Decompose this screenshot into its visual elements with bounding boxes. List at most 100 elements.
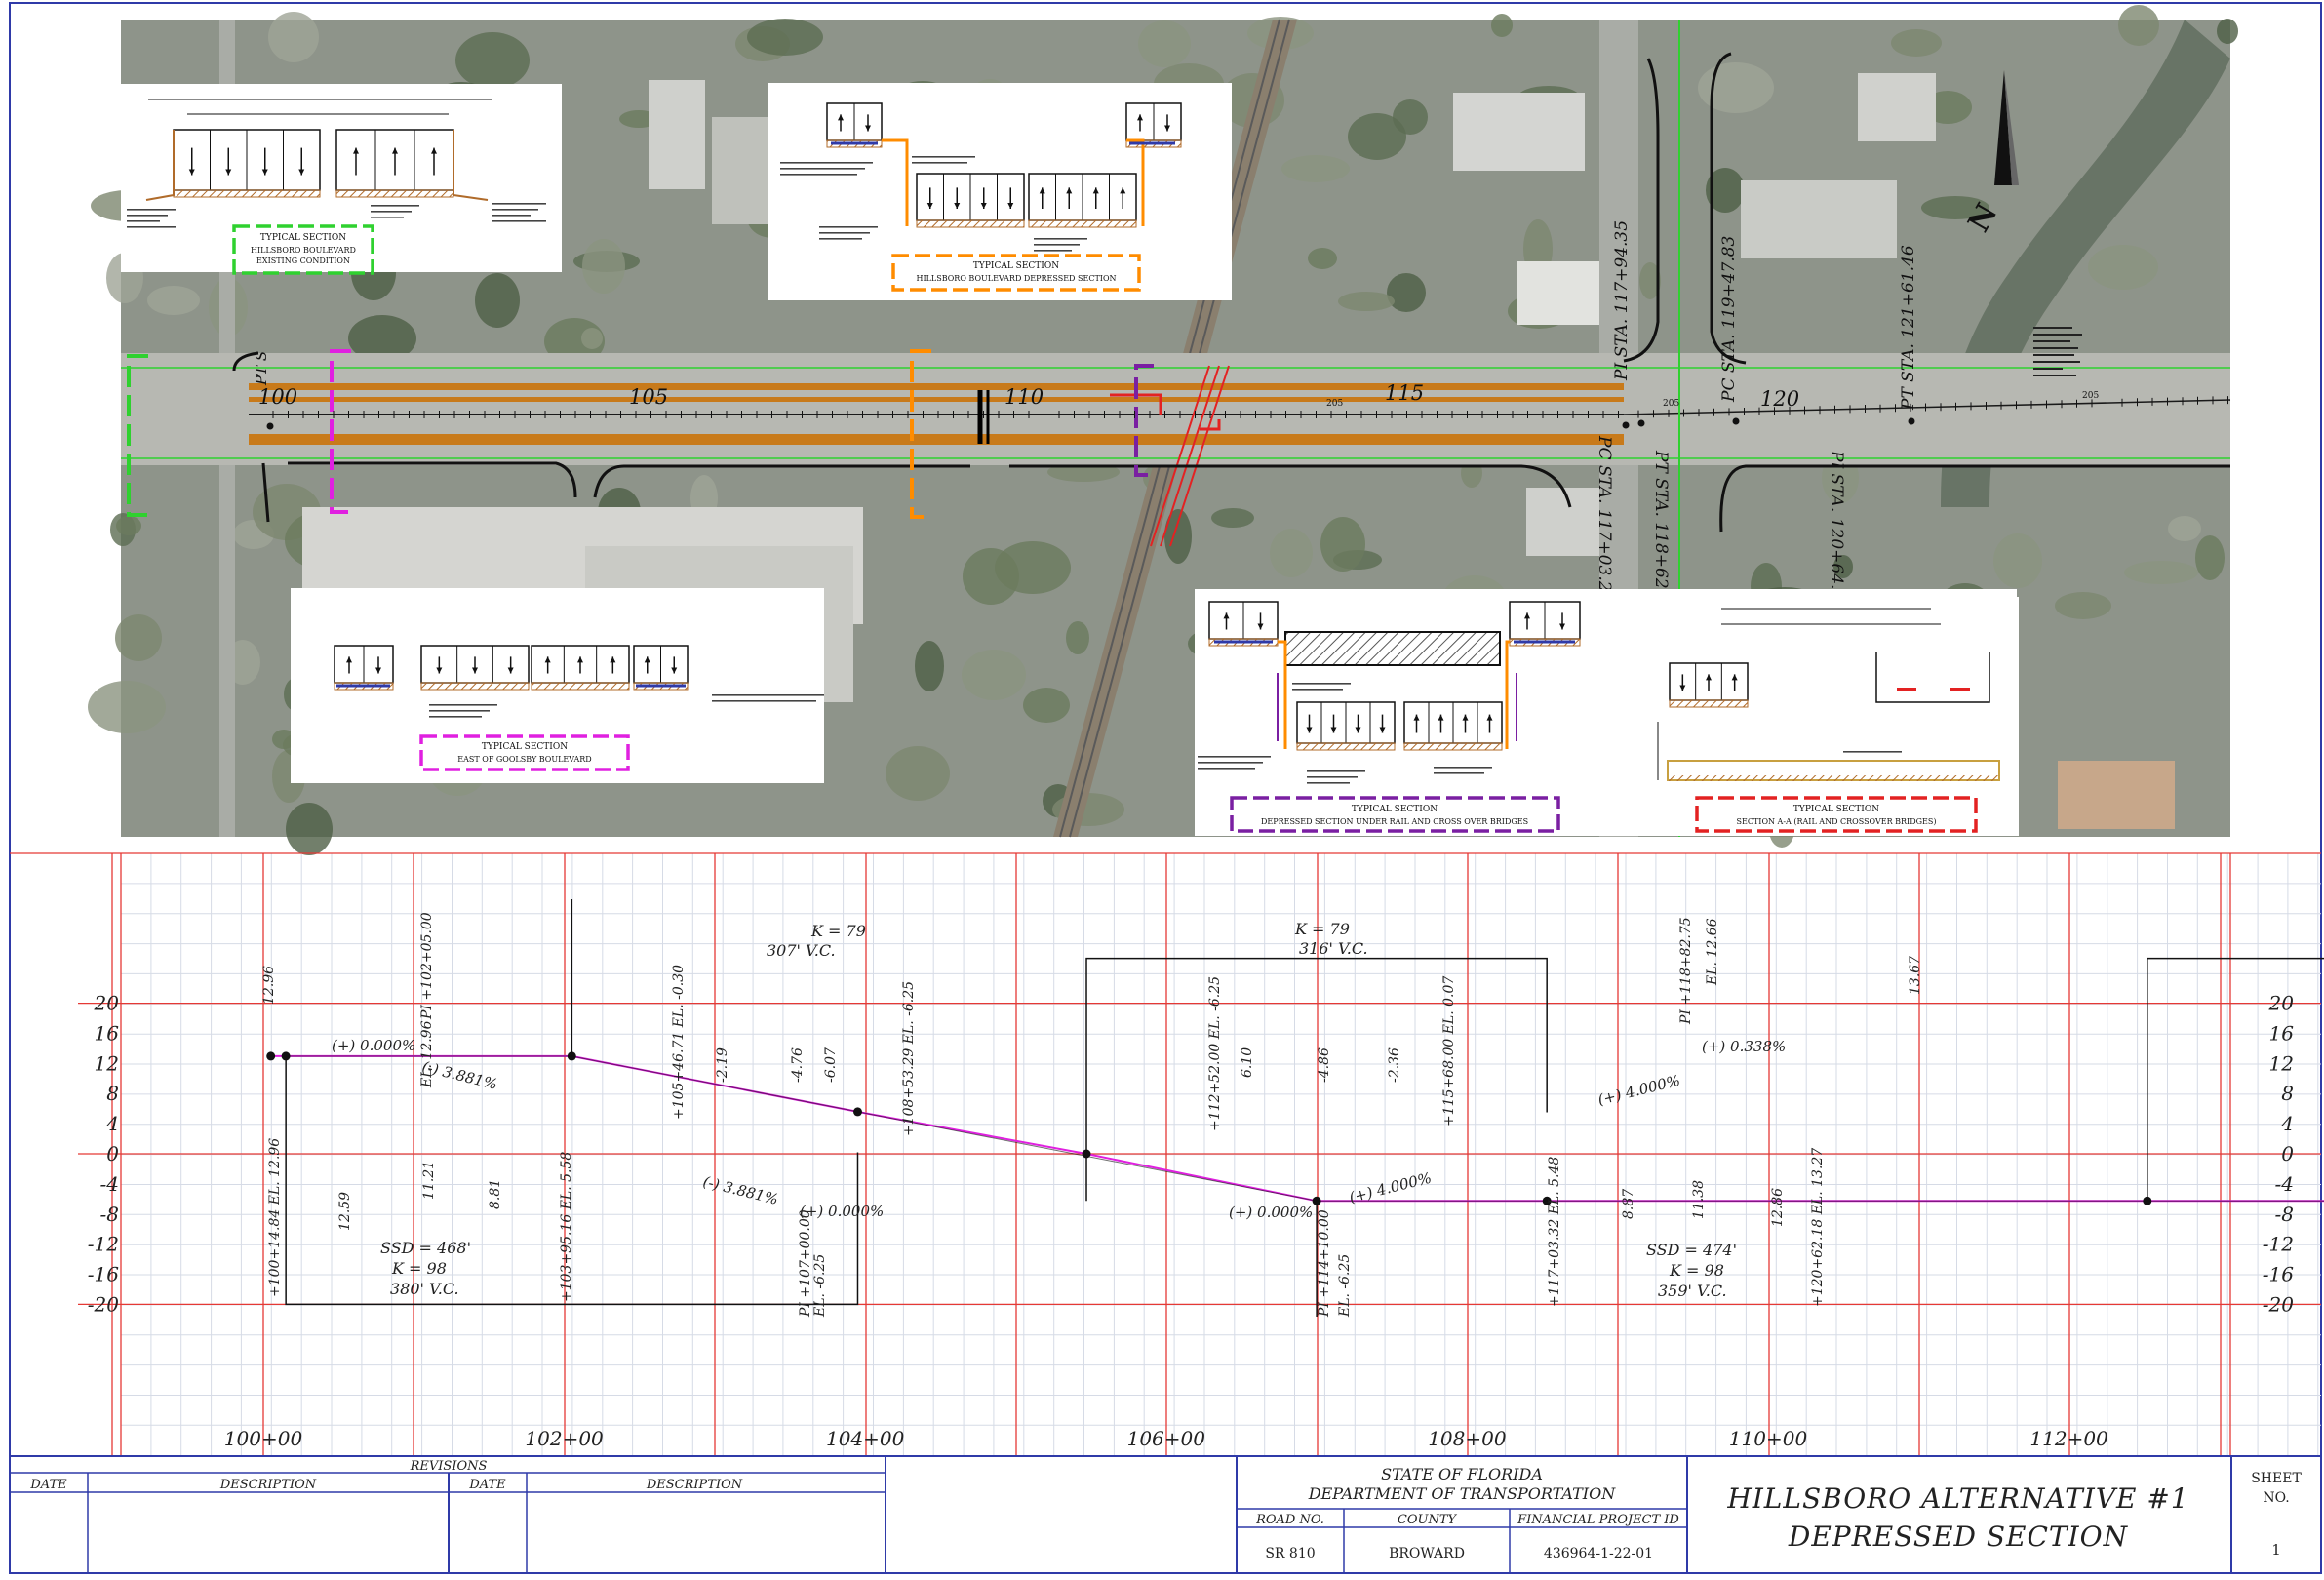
tree-canopy <box>1281 155 1350 182</box>
vc-label-2: 307' V.C. <box>767 941 836 960</box>
sheet-label: SHEET <box>2251 1471 2302 1486</box>
inset-depressed-panel <box>768 83 1232 300</box>
station-elevation-label: +117+03.32 EL. 5.48 <box>1547 1157 1562 1307</box>
sheet-title-line-1: HILLSBORO ALTERNATIVE #1 <box>1726 1482 2188 1515</box>
inset-section-aa-sub1: SECTION A-A (RAIL AND CROSSOVER BRIDGES) <box>1737 817 1937 826</box>
y-tick-label-left: 20 <box>94 992 120 1015</box>
station-elevation-label: PI +107+00.00 <box>798 1209 813 1318</box>
lane-arrow-head-icon <box>610 656 616 663</box>
station-elevation-label: EL. -6.25 <box>1337 1254 1353 1318</box>
note-text-line <box>371 205 419 207</box>
bridge-line-3 <box>1169 365 1230 547</box>
lane-arrow-head-icon <box>431 147 437 154</box>
note-text-line <box>429 716 482 718</box>
profile-grid <box>10 852 2321 1455</box>
y-tick-label-right: -16 <box>2263 1263 2294 1286</box>
station-elevation-label: +105+46.71 EL. -0.30 <box>671 965 687 1120</box>
station-elevation-label: +115+68.00 EL. 0.07 <box>1441 976 1457 1126</box>
lane-arrow-head-icon <box>644 656 650 663</box>
pi-label-1: PI STA. 117+94.35 <box>1612 220 1632 381</box>
note-text-line <box>127 226 176 228</box>
lane-arrow-head-icon <box>1355 727 1361 733</box>
note-text-line <box>1292 683 1351 685</box>
tree-canopy <box>1706 168 1745 213</box>
lane-arrow-head-icon <box>544 656 551 663</box>
vertical-curve-box <box>285 1055 859 1306</box>
station-label-115: 115 <box>1385 381 1424 405</box>
tree-canopy <box>116 516 141 535</box>
note-text-line <box>819 226 878 228</box>
x-tick-label: 102+00 <box>525 1427 604 1450</box>
lane-arrow-head-icon <box>1223 612 1230 619</box>
lane-arrow-head-icon <box>671 667 678 674</box>
state-label: STATE OF FLORIDA <box>1381 1465 1543 1483</box>
tree-canopy <box>1270 529 1313 577</box>
tree-canopy <box>1066 621 1089 654</box>
control-point <box>1908 417 1915 425</box>
vertical-curve-boxes <box>285 899 2324 1317</box>
inset-depressed-sub1: HILLSBORO BOULEVARD DEPRESSED SECTION <box>916 274 1116 283</box>
y-tick-label-left: 8 <box>106 1082 119 1105</box>
tangent-lines <box>286 1055 2324 1202</box>
station-elevation-label: +120+62.18 EL. 13.27 <box>1810 1148 1826 1307</box>
lane-arrow-head-icon <box>577 656 583 663</box>
inset-under-rail-title-box <box>1230 796 1560 833</box>
elevation-value: 11.21 <box>421 1161 437 1200</box>
control-point <box>1637 419 1645 427</box>
note-text-line <box>819 232 870 234</box>
ssd-label-4: SSD = 474' <box>1646 1241 1737 1259</box>
tree-canopy <box>1833 555 1853 578</box>
k-label-3: K = 79 <box>1294 920 1350 938</box>
pt-label-1: PT STA. 121+61.46 <box>1899 245 1918 411</box>
pavement-base <box>420 682 530 691</box>
tree-canopy <box>1138 20 1191 67</box>
tree-canopy <box>1639 262 1661 299</box>
note-text-line <box>1034 244 1080 246</box>
station-elevation-label: 13.67 <box>1908 956 1923 995</box>
tree-canopy <box>268 12 319 62</box>
lane-arrow-head-icon <box>1066 187 1073 194</box>
lane-arrow-head-icon <box>353 147 359 154</box>
station-label-100: 100 <box>258 385 297 409</box>
note-text-line <box>1198 762 1263 764</box>
curb-return-2 <box>287 461 577 498</box>
pavement-base <box>531 682 630 691</box>
note-text-line <box>429 704 497 706</box>
tree-canopy <box>115 614 162 661</box>
section-marker-depressed <box>910 349 931 519</box>
y-tick-label-left: -8 <box>100 1203 119 1226</box>
tree-canopy <box>1348 113 1406 160</box>
x-tick-label: 112+00 <box>2029 1427 2108 1450</box>
inset-depressed-section: TYPICAL SECTION HILLSBORO BOULEVARD DEPR… <box>768 83 1232 300</box>
revisions-col-description-2: DESCRIPTION <box>646 1478 743 1492</box>
station-elevation-label: +108+53.29 EL. -6.25 <box>901 981 917 1136</box>
tree-canopy <box>1320 517 1365 572</box>
control-point <box>266 422 274 430</box>
lane-arrow-head-icon <box>392 147 398 154</box>
department-label: DEPARTMENT OF TRANSPORTATION <box>1308 1484 1616 1503</box>
lane-arrow-head-icon <box>926 203 933 209</box>
curb-return-3 <box>593 464 970 498</box>
station-elevation-label: +112+52.00 EL. -6.25 <box>1207 976 1223 1131</box>
lane-arrow-head-icon <box>954 203 961 209</box>
inset-existing-panel <box>121 84 562 272</box>
lane-arrow-head-icon <box>1413 714 1420 721</box>
inset-existing-title-box <box>232 224 374 275</box>
lane-arrow-head-icon <box>1462 714 1469 721</box>
road-edge-orange-4 <box>249 439 1624 445</box>
financial-project-id-label: FINANCIAL PROJECT ID <box>1517 1513 1679 1527</box>
section-marker-east <box>330 349 351 514</box>
k-label-2: K = 79 <box>810 922 866 940</box>
tree-canopy <box>1921 196 1989 219</box>
profile-point <box>266 1051 276 1061</box>
control-point <box>1622 421 1630 429</box>
x-tick-label: 106+00 <box>1127 1427 1206 1450</box>
y-tick-label-right: 8 <box>2281 1082 2294 1105</box>
tree-canopy <box>962 650 1026 700</box>
lane-arrow-head-icon <box>1438 714 1444 721</box>
lane-arrow-head-icon <box>1559 623 1565 630</box>
lane-arrow-head-icon <box>1039 187 1045 194</box>
